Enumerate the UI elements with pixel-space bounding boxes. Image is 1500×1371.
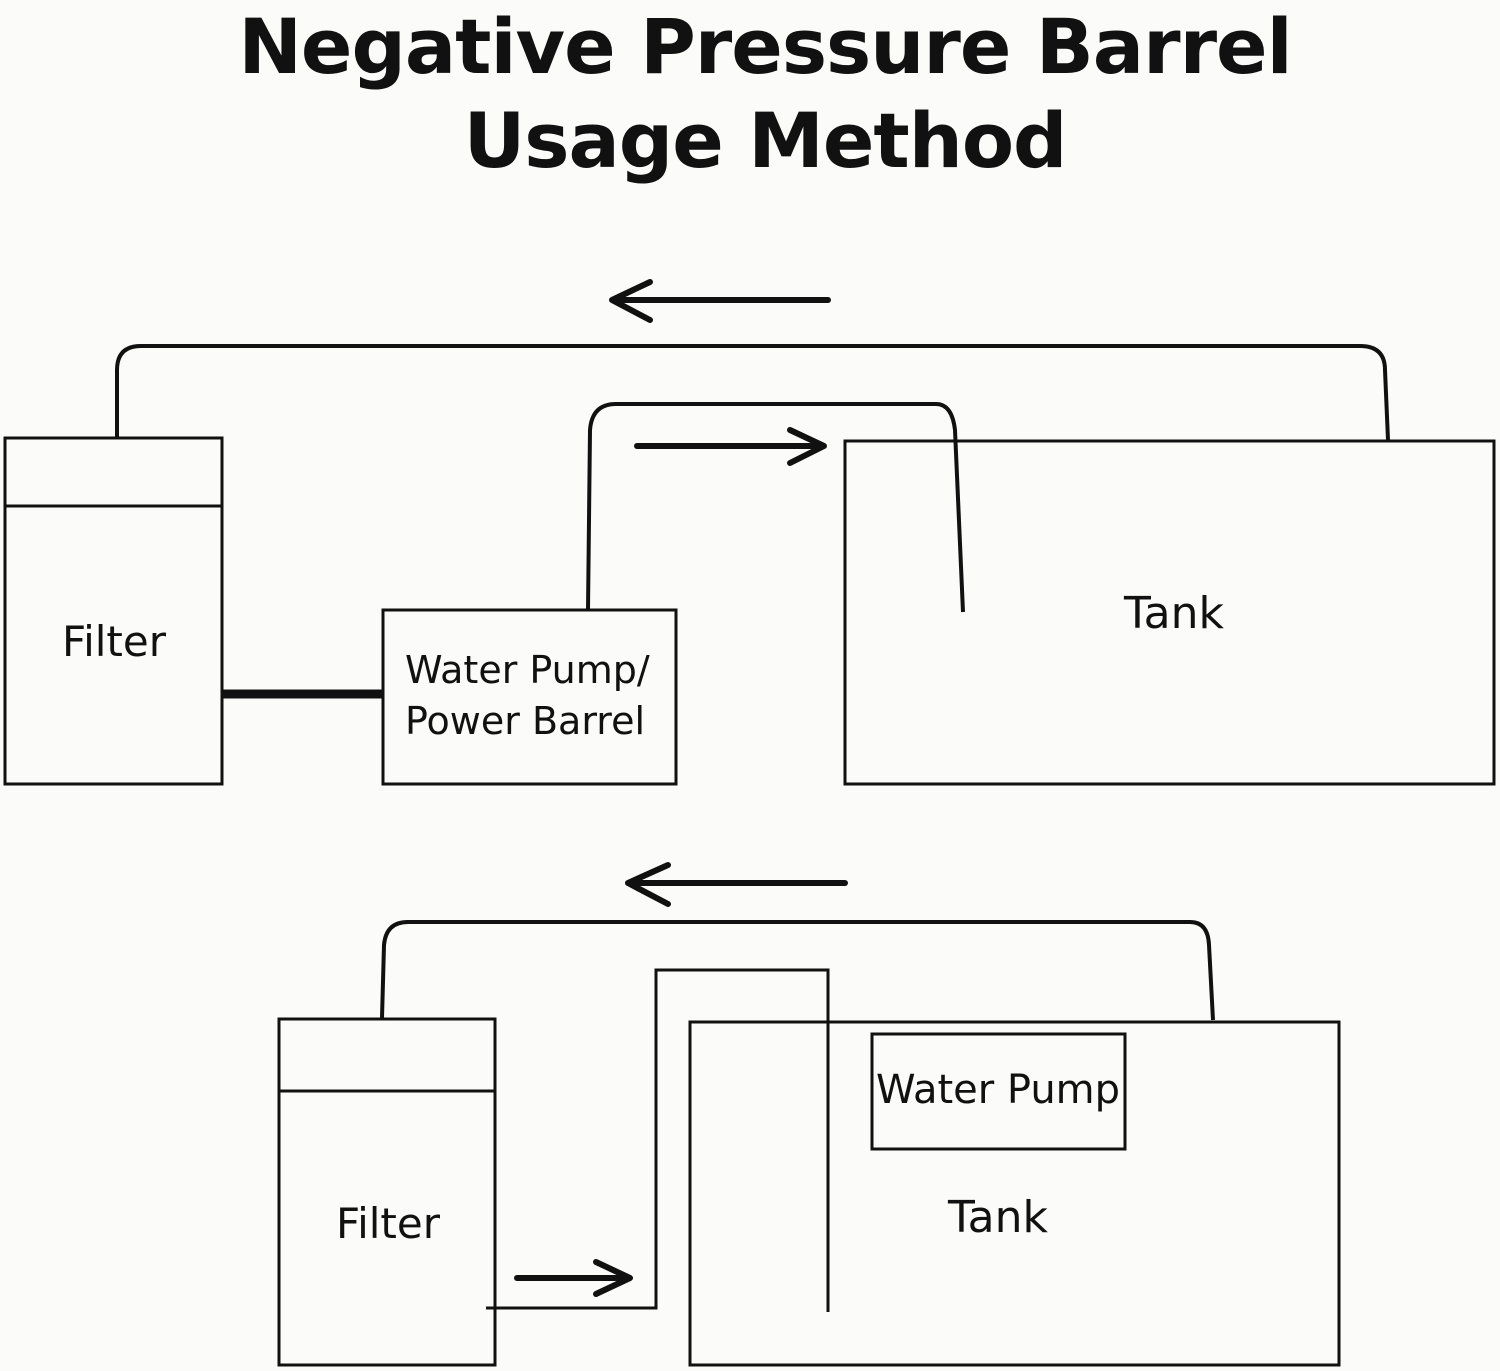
filter-box-top: [3, 436, 224, 786]
diagram-bottom: Filter Tank Water Pump: [277, 862, 1341, 1367]
return-flow-arrow-top: [609, 279, 831, 323]
inlet-flow-arrow-top: [634, 427, 827, 466]
tank-box-top: [843, 439, 1496, 786]
inlet-pipe-top: [586, 402, 965, 613]
title-line-1: Negative Pressure Barrel: [238, 2, 1292, 91]
tank-label-bottom: Tank: [947, 1192, 1048, 1243]
pump-label-bottom: Water Pump: [876, 1067, 1120, 1113]
pump-label-line2-top: Power Barrel: [405, 699, 645, 743]
filter-box-bottom: [277, 1017, 497, 1367]
inlet-flow-arrow-bottom: [514, 1259, 633, 1297]
inlet-pipe-bottom: [486, 968, 830, 1312]
return-pipe-top: [115, 344, 1390, 441]
tank-label-top: Tank: [1123, 588, 1224, 639]
pump-box-top: [381, 608, 678, 786]
tank-box-bottom: [688, 1020, 1341, 1367]
return-pipe-bottom: [380, 920, 1215, 1021]
diagram-top: Filter Water Pump/ Power Barrel Tank: [3, 279, 1496, 786]
pump-label-line1-top: Water Pump/: [405, 648, 650, 692]
title-line-2: Usage Method: [463, 96, 1068, 185]
pump-box-bottom: [870, 1032, 1127, 1151]
filter-label-top: Filter: [62, 617, 167, 666]
filter-label-bottom: Filter: [336, 1199, 441, 1248]
page-title: Negative Pressure Barrel Usage Method: [0, 0, 1500, 188]
return-flow-arrow-bottom: [625, 862, 848, 907]
